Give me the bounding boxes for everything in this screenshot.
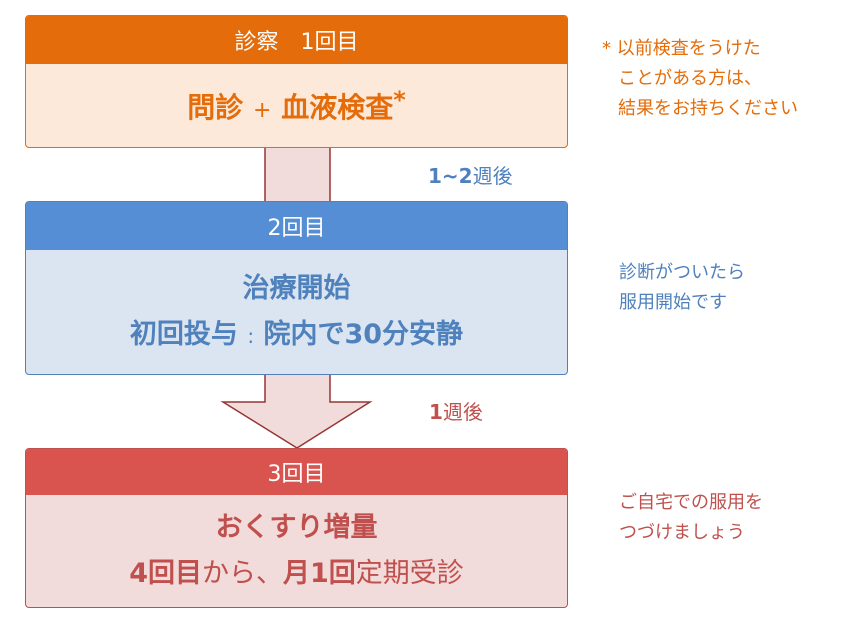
step1-body: 問診 + 血液検査* xyxy=(26,64,567,147)
note2-line1: 診断がついたら xyxy=(619,262,745,283)
connector-down-arrow xyxy=(220,373,373,449)
interval1: 1~2週後 xyxy=(428,160,513,189)
step3-line2: 4回目から、月1回定期受診 xyxy=(129,551,464,597)
step2-first-dose: 初回投与 xyxy=(129,318,238,350)
note1-line1: * 以前検査をうけた xyxy=(602,38,761,59)
step3-body: おくすり増量 4回目から、月1回定期受診 xyxy=(26,495,567,607)
step1-star: * xyxy=(393,86,406,114)
step3-regular-visit: 定期受診 xyxy=(355,558,464,589)
step1-header-text: 診察 1回目 xyxy=(234,30,359,55)
interval1-unit: 週後 xyxy=(472,164,513,188)
step1-box: 診察 1回目 問診 + 血液検査* xyxy=(25,15,568,148)
note3-line1: ご自宅での服用を xyxy=(619,492,763,513)
interval2-unit: 週後 xyxy=(442,400,483,424)
connector-bar xyxy=(264,144,331,204)
step1-header: 診察 1回目 xyxy=(26,16,567,64)
step2-rest-note: 院内で30分安静 xyxy=(263,318,464,350)
interval1-number: 1~2 xyxy=(428,164,473,188)
step3-box: 3回目 おくすり増量 4回目から、月1回定期受診 xyxy=(25,448,568,608)
step3-monthly: 月1回 xyxy=(283,558,356,589)
interval2-number: 1 xyxy=(429,400,443,424)
step2-header-text: 2回目 xyxy=(267,216,326,241)
note2-line2: 服用開始です xyxy=(619,292,727,313)
note1: * 以前検査をうけた ことがある方は、 結果をお持ちください xyxy=(602,34,798,124)
step1-interview: 問診 xyxy=(187,91,244,124)
interval2: 1週後 xyxy=(429,396,483,425)
step2-header: 2回目 xyxy=(26,202,567,250)
step2-body: 治療開始 初回投与 : 院内で30分安静 xyxy=(26,250,567,374)
step2-line2: 初回投与 : 院内で30分安静 xyxy=(130,312,463,359)
step2-box: 2回目 治療開始 初回投与 : 院内で30分安静 xyxy=(25,201,568,375)
step3-from: から、 xyxy=(202,558,283,589)
step1-body-text: 問診 + 血液検査* xyxy=(187,86,406,126)
note3-line2: つづけましょう xyxy=(619,522,745,543)
step3-fourth-visit: 4回目 xyxy=(129,558,202,589)
step3-header-text: 3回目 xyxy=(267,462,326,487)
step3-line1: おくすり増量 xyxy=(215,512,378,543)
step1-plus: + xyxy=(253,98,272,123)
step2-line1: 治療開始 xyxy=(242,272,351,304)
step2-separator: : xyxy=(247,323,255,348)
note3: ご自宅での服用を つづけましょう xyxy=(619,488,763,548)
step3-header: 3回目 xyxy=(26,449,567,495)
step1-blood-test: 血液検査 xyxy=(281,91,394,124)
note2: 診断がついたら 服用開始です xyxy=(619,258,745,318)
note1-line3: 結果をお持ちください xyxy=(618,98,798,119)
note1-line2: ことがある方は、 xyxy=(618,68,762,89)
